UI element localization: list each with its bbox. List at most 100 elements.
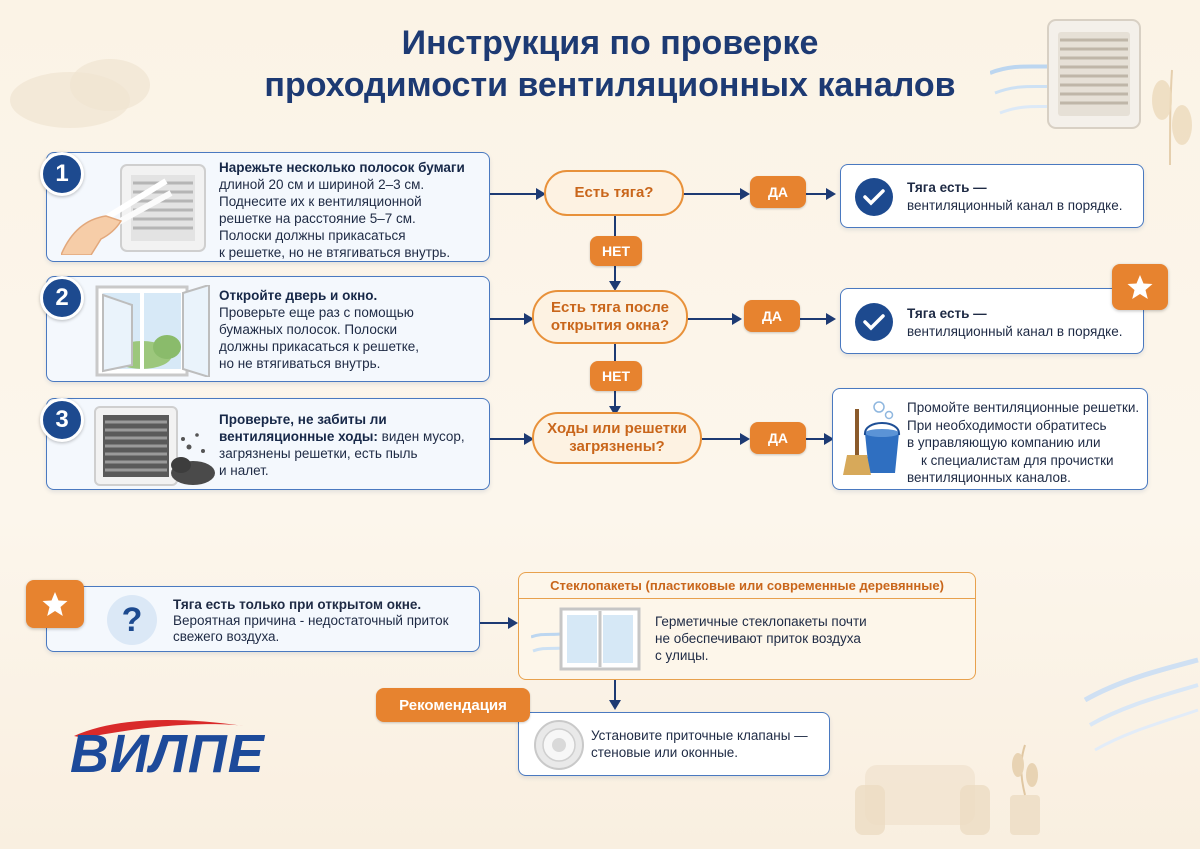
windows-line: с улицы. — [655, 648, 709, 663]
step-2-number: 2 — [40, 276, 84, 320]
step-3-box: Проверьте, не забиты ли вентиляционные х… — [46, 398, 490, 490]
result-clean-text: Промойте вентиляционные решетки. При нео… — [907, 399, 1147, 487]
step-3-number: 3 — [40, 398, 84, 442]
result-clean-line: к специалистам для прочистки — [921, 452, 1114, 468]
step-2-bold: Откройте дверь и окно. — [219, 288, 378, 303]
result-ok-bold: Тяга есть — — [907, 306, 987, 321]
connector — [480, 622, 510, 624]
yes-label: ДА — [750, 176, 806, 208]
result-clean-line: в управляющую компанию или — [907, 435, 1101, 450]
question-line: Есть тяга после — [551, 299, 669, 316]
step-1-line: Поднесите их к вентиляционной — [219, 194, 422, 209]
note-box: ? Тяга есть только при открытом окне. Ве… — [46, 586, 480, 652]
connector — [490, 193, 542, 195]
arrow-right-icon — [826, 188, 836, 200]
recommendation-text: Установите приточные клапаны — стеновые … — [591, 727, 827, 761]
connector — [806, 438, 828, 440]
arrow-down-icon — [609, 406, 621, 416]
yes-label: ДА — [750, 422, 806, 454]
dirty-grille-icon — [94, 406, 215, 486]
step-1-line: длиной 20 см и шириной 2–3 см. — [219, 177, 425, 192]
step-2-box: Откройте дверь и окно. Проверьте еще раз… — [46, 276, 490, 382]
result-ok-1: Тяга есть — вентиляционный канал в поряд… — [840, 164, 1144, 228]
vent-grille-icon — [990, 19, 1141, 129]
arrow-right-icon — [824, 433, 834, 445]
step-2-line: Проверьте еще раз с помощью — [219, 305, 414, 320]
connector — [614, 680, 616, 702]
question-mark-icon: ? — [107, 595, 157, 645]
step-1-box: Нарежьте несколько полосок бумаги длиной… — [46, 152, 490, 262]
connector — [806, 193, 830, 195]
connector — [614, 265, 616, 285]
question-line: Ходы или решетки — [547, 420, 687, 437]
step-3-bold-2: вентиляционные ходы: — [219, 429, 378, 444]
note-bold: Тяга есть только при открытом окне. — [173, 597, 422, 612]
hand-paper-strips-grille-icon — [61, 164, 206, 255]
step-2-text: Откройте дверь и окно. Проверьте еще раз… — [219, 287, 484, 372]
logo-swoosh-icon — [74, 720, 244, 738]
result-ok-2: Тяга есть — вентиляционный канал в поряд… — [840, 288, 1144, 354]
arrow-right-icon — [524, 433, 534, 445]
sofa-decoration — [855, 744, 1040, 835]
supply-valve-icon — [534, 720, 584, 770]
result-clean-line: вентиляционных каналов. — [907, 470, 1071, 485]
connector — [614, 342, 616, 362]
note-line: Вероятная причина - недостаточный приток — [173, 613, 449, 628]
arrow-right-icon — [508, 617, 518, 629]
result-ok-text: Тяга есть — вентиляционный канал в поряд… — [907, 179, 1143, 215]
step-3-bold-1: Проверьте, не забиты ли — [219, 412, 387, 427]
step-1-line: Полоски должны прикасаться — [219, 228, 406, 243]
connector — [683, 193, 745, 195]
result-ok-line: вентиляционный канал в порядке. — [907, 324, 1123, 339]
arrow-right-icon — [826, 313, 836, 325]
arrow-right-icon — [740, 433, 750, 445]
question-draft: Есть тяга? — [544, 170, 684, 216]
windows-line: не обеспечивают приток воздуха — [655, 631, 861, 646]
step-2-line: но не втягиваться внутрь. — [219, 356, 381, 371]
arrow-right-icon — [740, 188, 750, 200]
question-draft-text: Есть тяга? — [574, 184, 654, 201]
step-1-number: 1 — [40, 152, 84, 196]
result-clean-line: Промойте вентиляционные решетки. — [907, 400, 1140, 415]
arrow-down-icon — [609, 281, 621, 291]
question-draft-after-window: Есть тяга после открытия окна? — [532, 290, 688, 344]
step-3-line: и налет. — [219, 463, 269, 478]
no-label: НЕТ — [590, 236, 642, 266]
step-1-bold: Нарежьте несколько полосок бумаги — [219, 160, 465, 175]
question-dirty: Ходы или решетки загрязнены? — [532, 412, 702, 464]
result-ok-bold: Тяга есть — — [907, 180, 987, 195]
logo-text: ВИЛПЕ — [70, 724, 265, 784]
step-1-line: решетке на расстояние 5–7 см. — [219, 211, 416, 226]
step-3-line: загрязнены решетки, есть пыль — [219, 446, 418, 461]
note-text: Тяга есть только при открытом окне. Веро… — [173, 597, 479, 645]
step-2-line: должны прикасаться к решетке, — [219, 339, 420, 354]
windows-box-header: Стеклопакеты (пластиковые или современны… — [519, 573, 975, 599]
connector — [490, 438, 530, 440]
title-line-1: Инструкция по проверке — [401, 24, 819, 62]
recommendation-box: Установите приточные клапаны — стеновые … — [518, 712, 830, 776]
connector — [614, 390, 616, 410]
step-1-line: к решетке, но не втягиваться внутрь. — [219, 245, 451, 260]
cloud-decoration — [10, 59, 150, 128]
connector — [702, 438, 744, 440]
result-ok-text: Тяга есть — вентиляционный канал в поряд… — [907, 305, 1143, 341]
result-ok-line: вентиляционный канал в порядке. — [907, 198, 1123, 213]
plant-decoration — [1152, 69, 1192, 166]
arrow-right-icon — [536, 188, 546, 200]
result-clean: Промойте вентиляционные решетки. При нео… — [832, 388, 1148, 490]
connector — [490, 318, 530, 320]
result-clean-line: При необходимости обратитесь — [907, 417, 1107, 433]
open-window-icon — [95, 285, 210, 377]
step-1-text: Нарежьте несколько полосок бумаги длиной… — [219, 159, 484, 261]
plastic-window-icon — [531, 607, 641, 671]
title-line-2: проходимости вентиляционных каналов — [264, 66, 956, 104]
recommendation-line: Установите приточные клапаны — — [591, 728, 808, 743]
arrow-right-icon — [524, 313, 534, 325]
question-line: загрязнены? — [569, 438, 665, 455]
note-line: свежего воздуха. — [173, 629, 280, 644]
recommendation-line: стеновые или оконные. — [591, 745, 739, 760]
star-icon — [26, 580, 84, 628]
page-title: Инструкция по проверке проходимости вент… — [200, 22, 1020, 106]
check-icon — [855, 303, 893, 341]
yes-label: ДА — [744, 300, 800, 332]
